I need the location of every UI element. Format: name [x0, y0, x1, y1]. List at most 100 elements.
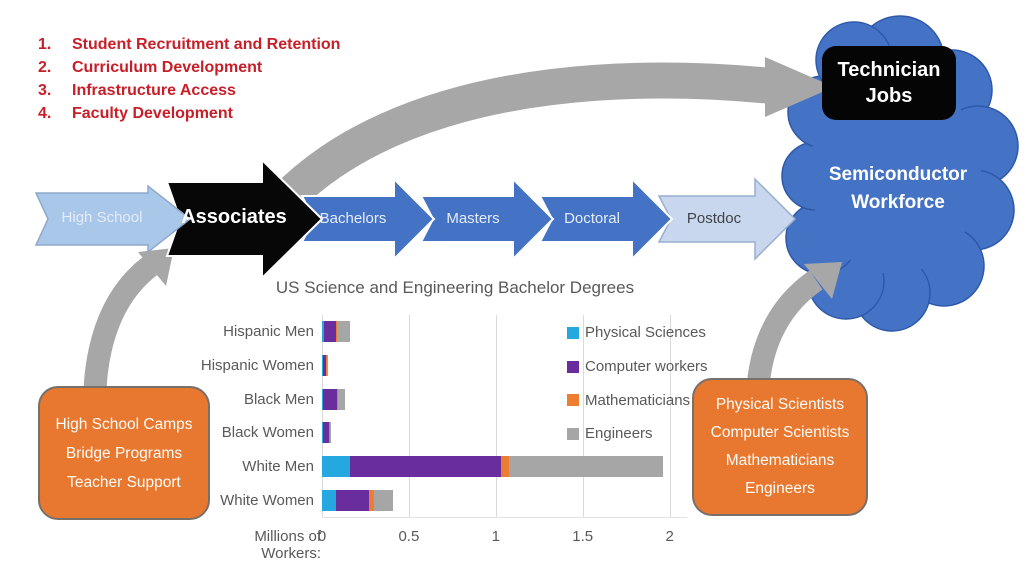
role-line: Computer Scientists — [710, 424, 850, 441]
bar-segment — [374, 489, 394, 511]
gridline — [582, 315, 584, 517]
stacked-bar — [322, 321, 351, 343]
stage-label-bachelors: Bachelors — [319, 210, 387, 227]
category-label: Hispanic Men — [223, 323, 314, 341]
stacked-bar — [322, 355, 328, 377]
legend-label: Physical Sciences — [585, 324, 706, 342]
x-tick-label: 2 — [665, 528, 674, 545]
chart-row: Hispanic Men — [195, 315, 687, 349]
rightbox-to-cloud-arrowhead — [804, 262, 842, 299]
priority-item: 4. Faculty Development — [38, 102, 340, 125]
bar-segment — [322, 422, 330, 444]
bar-segment — [501, 456, 509, 478]
bar-segment — [322, 422, 323, 444]
priority-number: 1. — [38, 36, 52, 53]
role-line: Physical Scientists — [715, 396, 845, 413]
stacked-bar — [322, 422, 331, 444]
legend-label: Mathematicians — [585, 391, 691, 409]
bar-segment — [322, 321, 325, 343]
bar-segment — [508, 456, 663, 478]
priority-item: 2. Curriculum Development — [38, 56, 340, 79]
bar-segment — [336, 388, 338, 410]
semiconductor-workforce-label: Semiconductor Workforce — [828, 164, 968, 213]
pipeline-arrows — [34, 157, 797, 281]
bar-segment — [368, 489, 375, 511]
gridline — [495, 315, 497, 517]
bar-segment — [322, 355, 327, 377]
stage-arrow-highschool — [34, 184, 192, 254]
associates-to-technician-arrowhead — [765, 57, 834, 117]
legend-swatch — [567, 427, 579, 440]
legend-label: Engineers — [585, 425, 653, 443]
chart-ticks: 0 0.5 1 1.5 2 — [195, 528, 720, 548]
x-tick-label: 0 — [317, 528, 327, 545]
stacked-bar — [322, 489, 394, 511]
x-tick-label: 1.5 — [572, 528, 594, 545]
bar-segment — [326, 355, 327, 377]
stage-arrow-doctoral — [538, 176, 674, 262]
stage-label-postdoc: Postdoc — [686, 210, 742, 227]
workforce-roles-box: Physical Scientists Computer Scientists … — [692, 378, 868, 516]
outreach-line: Teacher Support — [67, 473, 181, 491]
bar-segment — [322, 456, 350, 478]
priority-number: 2. — [38, 59, 52, 76]
legend-item: Computer workers — [567, 350, 708, 384]
x-tick-label: 1 — [491, 528, 500, 545]
legend-item: Mathematicians — [567, 383, 708, 417]
bar-segment — [322, 355, 323, 377]
bachelor-degrees-chart: US Science and Engineering Bachelor Degr… — [195, 278, 720, 562]
priority-number: 3. — [38, 82, 52, 99]
chart-row: White Women — [195, 483, 687, 517]
stage-label-doctoral: Doctoral — [564, 210, 620, 227]
stage-label-associates: Associates — [181, 206, 287, 228]
stage-arrow-associates — [165, 157, 324, 281]
legend-item: Engineers — [567, 417, 708, 451]
stage-label-masters: Masters — [446, 210, 500, 227]
chart-row: Black Men — [195, 382, 687, 416]
priority-label: Curriculum Development — [72, 59, 263, 76]
x-tick-label: 0.5 — [398, 528, 420, 545]
chart-gridlines — [322, 315, 687, 517]
stacked-bar — [322, 456, 663, 478]
role-line: Engineers — [745, 480, 815, 497]
outreach-line: High School Camps — [55, 415, 193, 433]
chart-x-axis-label: Millions of Workers: — [254, 528, 321, 562]
bar-segment — [324, 321, 337, 343]
outreach-line: Bridge Programs — [65, 444, 183, 462]
chart-row: Black Women — [195, 416, 687, 450]
legend-swatch — [567, 326, 579, 339]
category-label: Black Men — [243, 390, 314, 408]
category-label: Hispanic Women — [200, 357, 314, 375]
chart-row: Hispanic Women — [195, 349, 687, 383]
bar-segment — [349, 456, 501, 478]
category-label: Black Women — [221, 424, 314, 442]
leftbox-to-highschool-arrowhead — [138, 248, 174, 286]
chart-title: US Science and Engineering Bachelor Degr… — [275, 278, 635, 297]
legend-item: Physical Sciences — [567, 316, 708, 350]
priority-label: Student Recruitment and Retention — [72, 36, 341, 53]
legend-swatch — [567, 394, 579, 407]
stage-label-highschool: High School — [61, 209, 143, 226]
priority-item: 1. Student Recruitment and Retention — [38, 33, 340, 56]
stage-arrow-postdoc — [657, 177, 797, 261]
priority-item: 3. Infrastructure Access — [38, 79, 340, 102]
bar-segment — [326, 355, 328, 377]
priority-list: 1. Student Recruitment and Retention 2. … — [38, 33, 340, 125]
stage-arrow-masters — [419, 176, 555, 262]
bar-segment — [322, 489, 336, 511]
priority-number: 4. — [38, 105, 52, 122]
gridline — [408, 315, 410, 517]
bar-segment — [322, 388, 337, 410]
gridline — [322, 315, 323, 517]
bar-segment — [322, 388, 323, 410]
chart-plot — [322, 315, 687, 518]
priority-label: Faculty Development — [72, 105, 233, 122]
outreach-programs-box: High School Camps Bridge Programs Teache… — [38, 386, 210, 520]
category-label: White Women — [220, 491, 314, 509]
stacked-bar — [322, 388, 345, 410]
chart-row: White Men — [195, 450, 687, 484]
bar-segment — [337, 321, 351, 343]
role-line: Mathematicians — [725, 452, 835, 469]
